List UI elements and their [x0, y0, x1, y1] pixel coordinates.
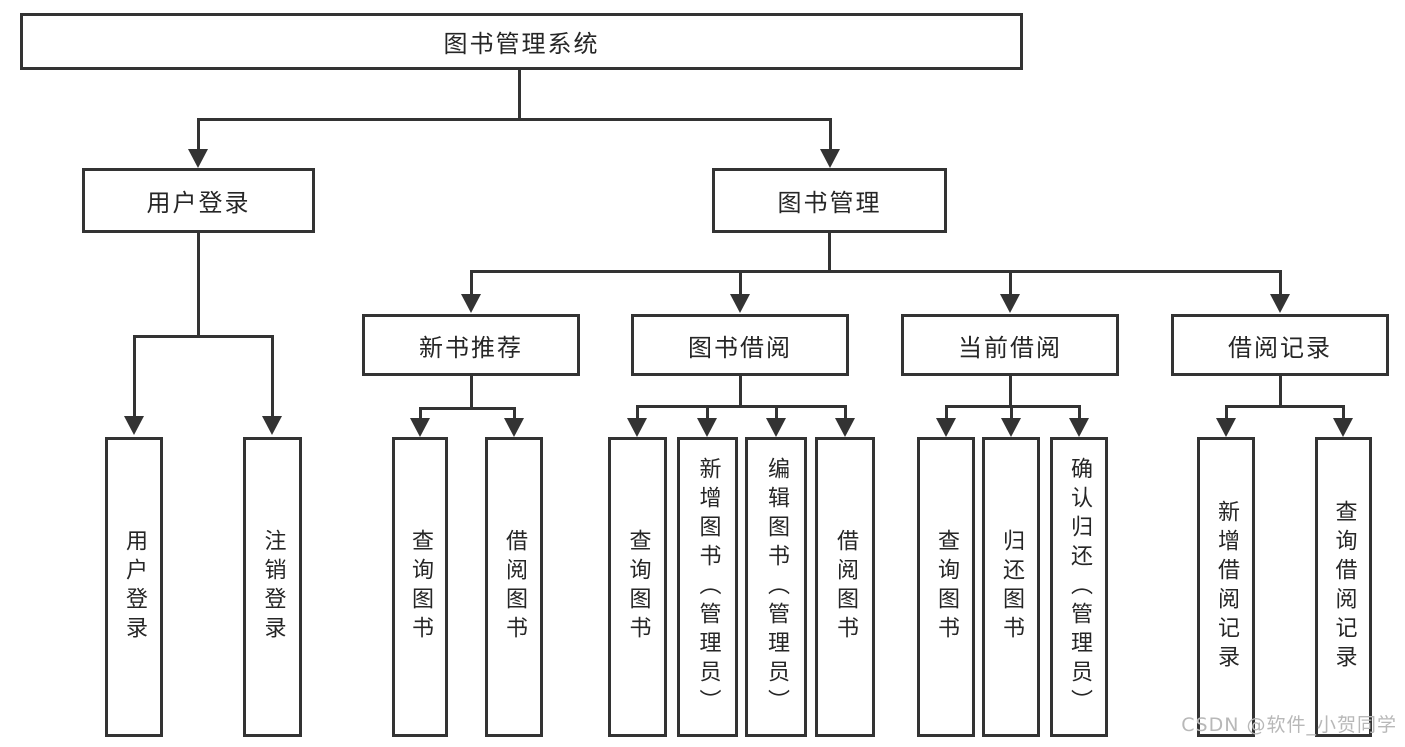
leaf-label: 借阅图书 — [833, 529, 858, 645]
leaf-label: 归还图书 — [999, 529, 1024, 645]
leaf-label: 注销登录 — [260, 529, 286, 645]
connector-line — [828, 233, 831, 270]
leaf-query-borrow-record: 查询借阅记录 — [1315, 437, 1372, 737]
leaf-confirm-return-admin: 确认归还（管理员） — [1050, 437, 1108, 737]
csdn-watermark: CSDN @软件_小贺同学 — [1181, 714, 1397, 736]
connector-line — [513, 407, 516, 419]
connector-line — [518, 70, 521, 118]
arrow-down-icon — [697, 418, 717, 437]
connector-line — [197, 233, 200, 335]
leaf-label: 编辑图书（管理员） — [764, 456, 789, 718]
connector-line — [739, 376, 742, 405]
connector-line — [739, 270, 742, 296]
arrow-down-icon — [1001, 418, 1021, 437]
node-label: 图书管理系统 — [443, 30, 600, 58]
connector-line — [844, 405, 847, 419]
leaf-label: 新增图书（管理员） — [695, 456, 721, 718]
arrow-down-icon — [262, 416, 282, 435]
arrow-down-icon — [1333, 418, 1353, 437]
connector-line — [829, 118, 832, 150]
leaf-label: 查询图书 — [408, 529, 433, 645]
connector-line — [706, 405, 709, 419]
leaf-borrow-books: 借阅图书 — [485, 437, 543, 737]
arrow-down-icon — [124, 416, 144, 435]
node-label: 当前借阅 — [958, 333, 1062, 362]
leaf-user-login: 用户登录 — [105, 437, 163, 737]
arrow-down-icon — [730, 294, 750, 313]
connector-line — [271, 335, 274, 417]
connector-line — [470, 270, 1281, 273]
connector-line — [470, 270, 473, 296]
node-user-login: 用户登录 — [82, 168, 315, 233]
connector-line — [1078, 405, 1081, 419]
connector-line — [419, 407, 516, 410]
arrow-down-icon — [820, 149, 840, 168]
leaf-edit-books-admin: 编辑图书（管理员） — [745, 437, 807, 737]
connector-line — [133, 335, 273, 338]
connector-line — [133, 335, 136, 417]
node-current-borrowing: 当前借阅 — [901, 314, 1119, 376]
arrow-down-icon — [627, 418, 647, 437]
arrow-down-icon — [835, 418, 855, 437]
node-label: 图书管理 — [777, 189, 882, 217]
node-label: 用户登录 — [146, 189, 251, 217]
node-label: 图书借阅 — [688, 333, 792, 362]
node-book-management: 图书管理 — [712, 168, 947, 233]
connector-line — [1342, 405, 1345, 419]
leaf-query-books: 查询图书 — [917, 437, 975, 737]
arrow-down-icon — [766, 418, 786, 437]
node-book-borrowing: 图书借阅 — [631, 314, 849, 376]
arrow-down-icon — [461, 294, 481, 313]
node-library-management-system: 图书管理系统 — [20, 13, 1023, 70]
leaf-query-books: 查询图书 — [608, 437, 667, 737]
leaf-add-borrow-record: 新增借阅记录 — [1197, 437, 1255, 737]
node-label: 新书推荐 — [419, 333, 523, 362]
connector-line — [1225, 405, 1228, 419]
arrow-down-icon — [504, 418, 524, 437]
leaf-label: 查询借阅记录 — [1331, 500, 1357, 674]
leaf-return-books: 归还图书 — [982, 437, 1040, 737]
connector-line — [470, 376, 473, 407]
node-new-book-recommendation: 新书推荐 — [362, 314, 580, 376]
arrow-down-icon — [1069, 418, 1089, 437]
arrow-down-icon — [936, 418, 956, 437]
leaf-logout: 注销登录 — [243, 437, 302, 737]
leaf-query-books: 查询图书 — [392, 437, 448, 737]
leaf-label: 查询图书 — [625, 529, 651, 645]
arrow-down-icon — [1270, 294, 1290, 313]
arrow-down-icon — [188, 149, 208, 168]
connector-line — [197, 118, 831, 121]
connector-line — [1279, 376, 1282, 405]
leaf-label: 新增借阅记录 — [1214, 500, 1239, 674]
connector-line — [1009, 376, 1012, 405]
arrow-down-icon — [410, 418, 430, 437]
connector-line — [1279, 270, 1282, 296]
connector-line — [1010, 405, 1013, 419]
arrow-down-icon — [1000, 294, 1020, 313]
leaf-borrow-books: 借阅图书 — [815, 437, 875, 737]
node-borrowing-records: 借阅记录 — [1171, 314, 1389, 376]
connector-line — [636, 405, 639, 419]
leaf-label: 查询图书 — [934, 529, 959, 645]
connector-line — [1009, 270, 1012, 296]
leaf-label: 用户登录 — [122, 529, 147, 645]
leaf-add-books-admin: 新增图书（管理员） — [677, 437, 738, 737]
leaf-label: 确认归还（管理员） — [1067, 456, 1092, 718]
connector-line — [197, 118, 200, 150]
connector-line — [419, 407, 422, 419]
connector-line — [945, 405, 948, 419]
node-label: 借阅记录 — [1228, 333, 1332, 362]
arrow-down-icon — [1216, 418, 1236, 437]
connector-line — [1225, 405, 1344, 408]
connector-line — [636, 405, 846, 408]
connector-line — [775, 405, 778, 419]
leaf-label: 借阅图书 — [502, 529, 527, 645]
